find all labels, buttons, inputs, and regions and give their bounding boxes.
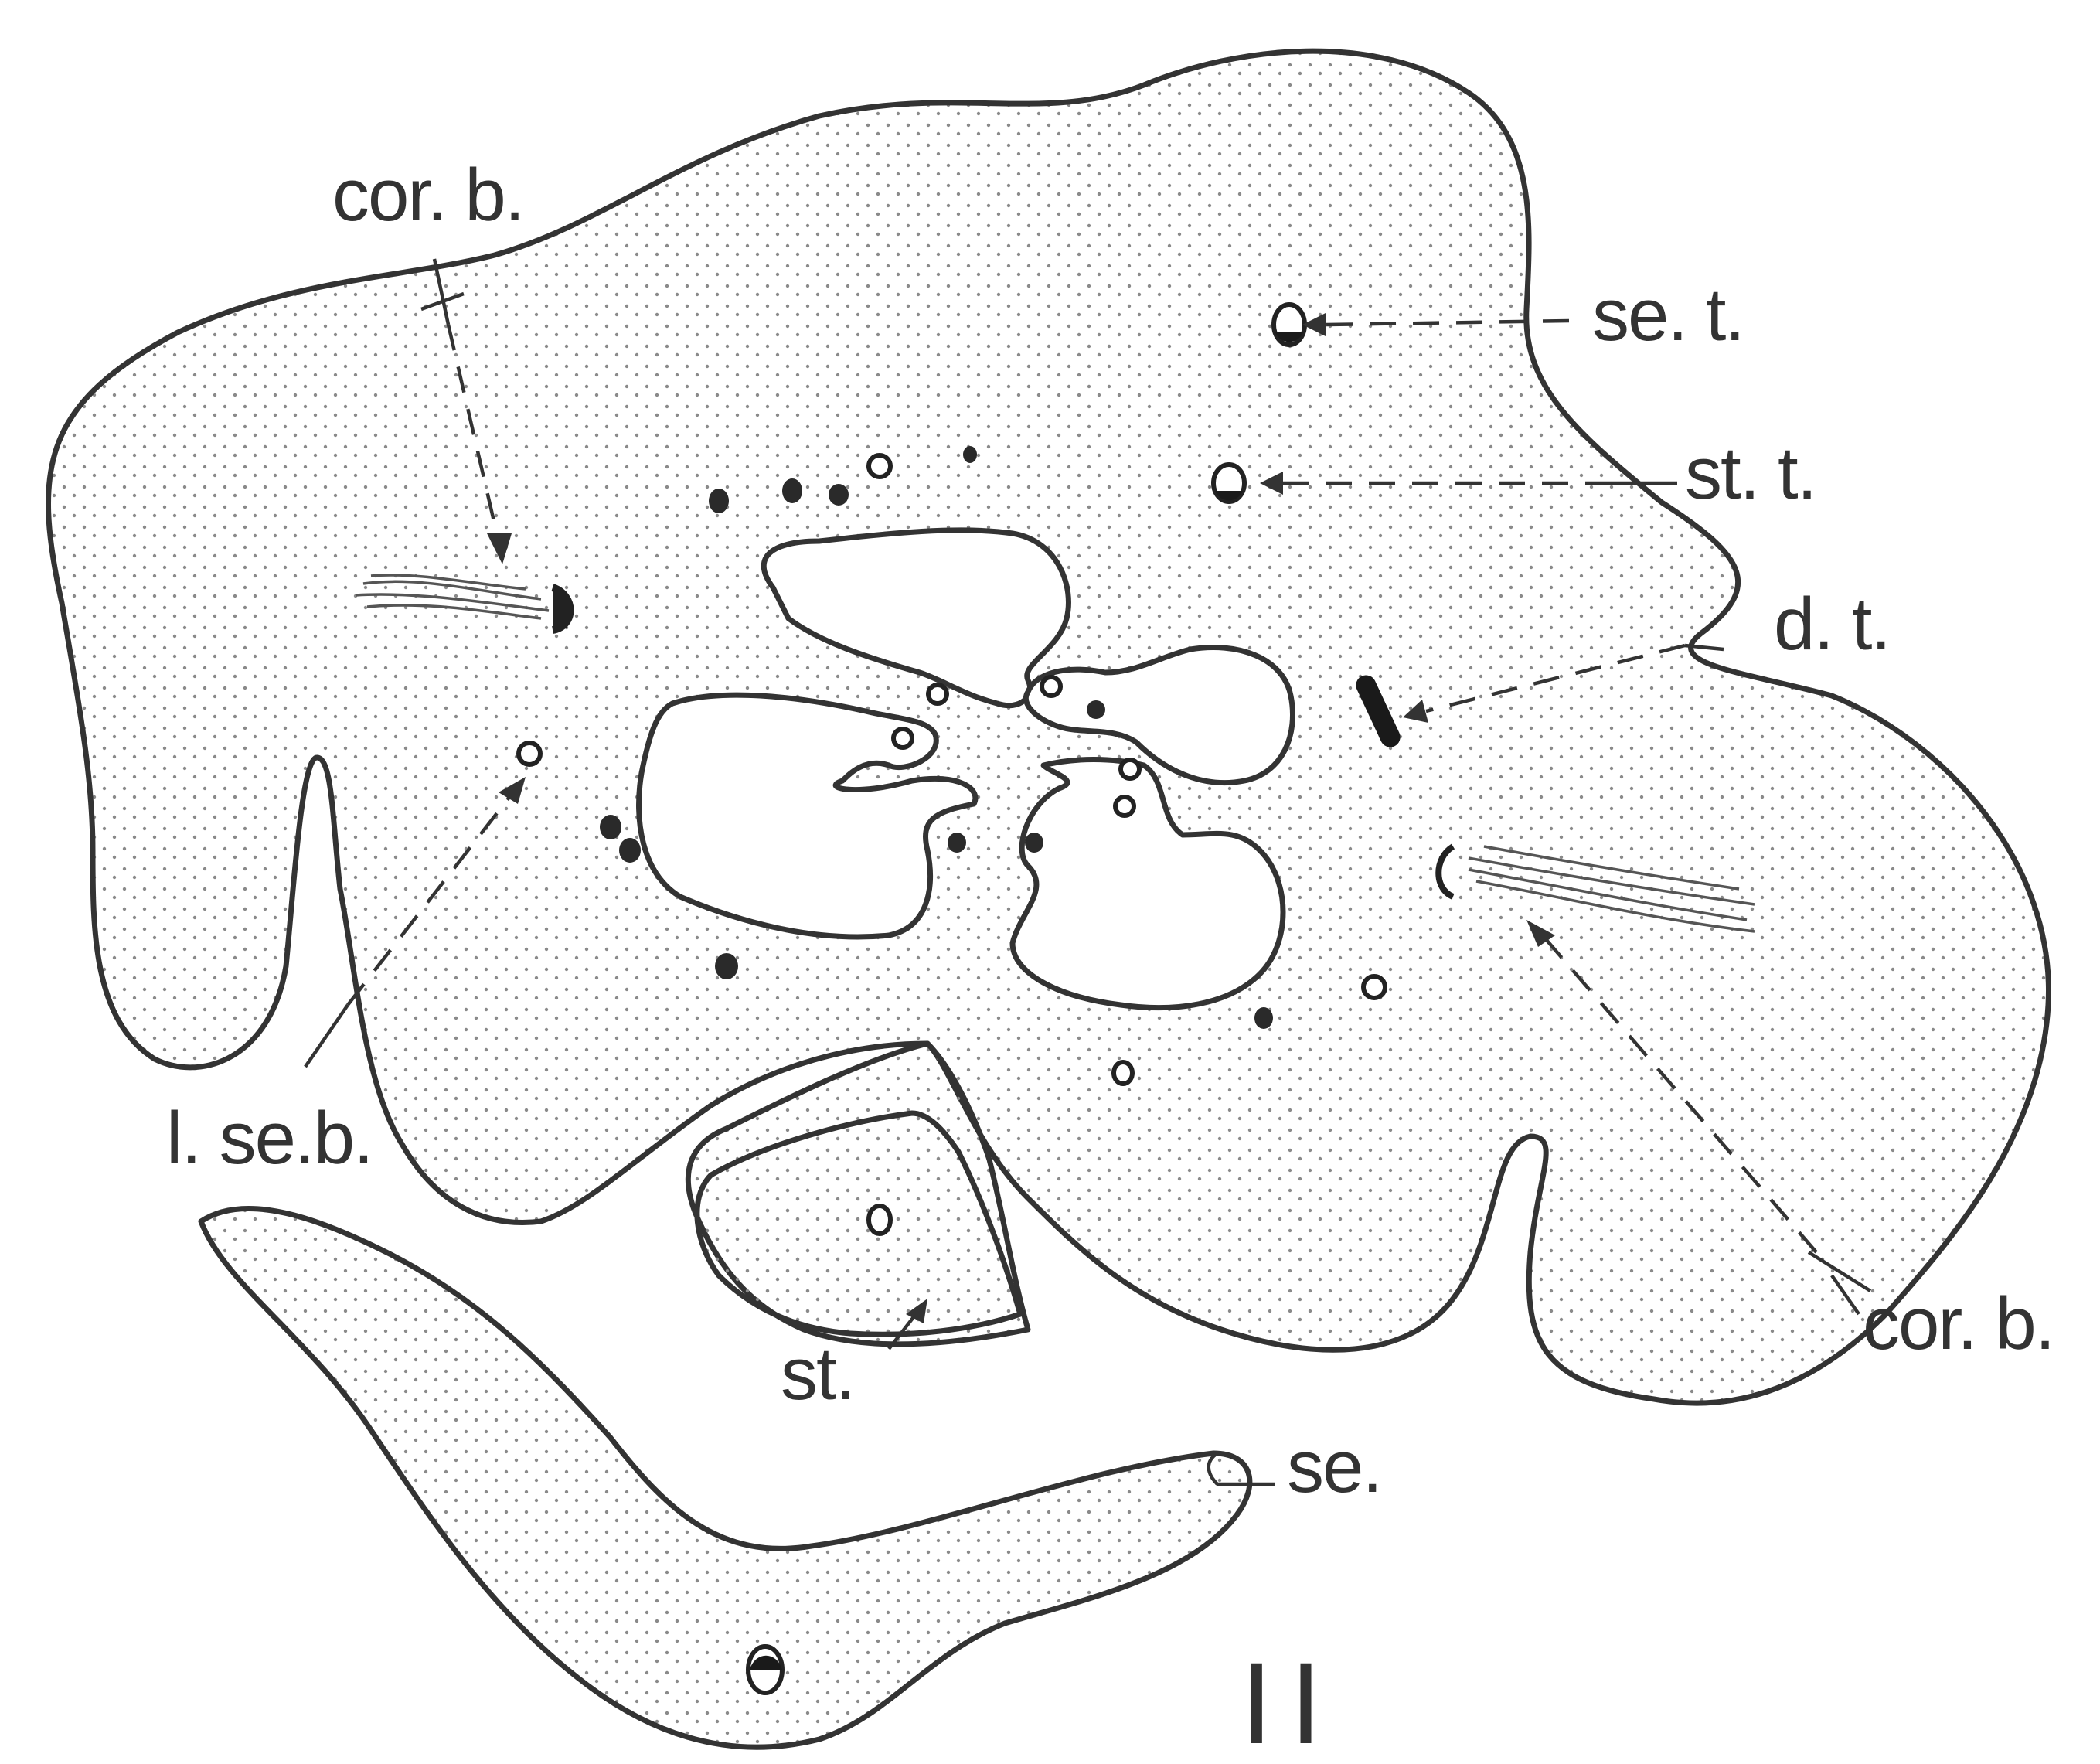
label-l-se-b: l. se.b.: [166, 1097, 373, 1180]
label-cor-b-right: cor. b.: [1863, 1282, 2054, 1365]
left-lobe: [639, 695, 975, 937]
label-cor-b-top: cor. b.: [332, 154, 523, 237]
label-d-t: d. t.: [1774, 583, 1890, 666]
label-st: st.: [781, 1333, 854, 1415]
label-se: se.: [1287, 1425, 1381, 1508]
lateral-septal-bundle: [519, 743, 540, 765]
main-body-outline: [48, 51, 2048, 1403]
sepal-outline: [201, 1208, 1250, 1747]
figure-number: II: [1241, 1638, 1339, 1764]
label-se-t: se. t.: [1592, 274, 1744, 356]
stigma-bundle: [869, 1206, 890, 1234]
label-st-t: st. t.: [1685, 432, 1816, 515]
